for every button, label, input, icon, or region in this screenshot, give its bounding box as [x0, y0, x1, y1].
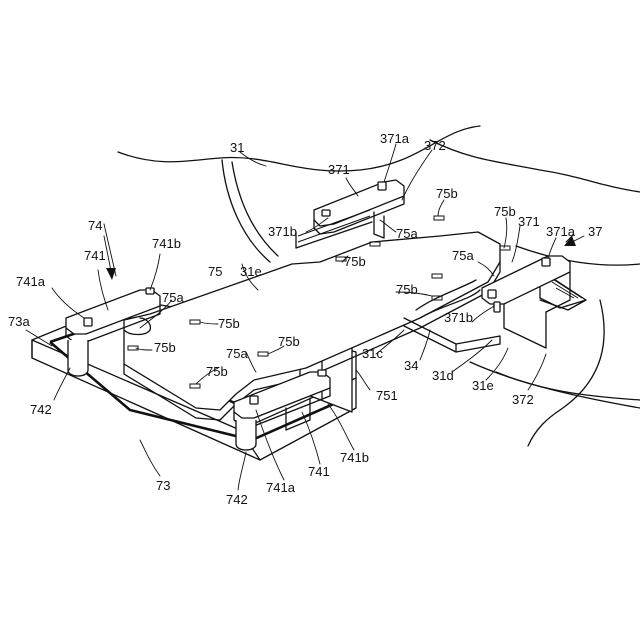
label-75a-right: 75a — [452, 248, 474, 263]
label-75a-left: 75a — [162, 290, 184, 305]
label-75b-top2: 75b — [494, 204, 516, 219]
label-371-right: 371 — [518, 214, 540, 229]
label-31e-left: 31e — [240, 264, 262, 279]
label-371-top: 371 — [328, 162, 350, 177]
label-75b-c2: 75b — [154, 340, 176, 355]
label-75b-l1: 75b — [218, 316, 240, 331]
label-751: 751 — [376, 388, 398, 403]
label-75b-c1: 75b — [278, 334, 300, 349]
label-31c: 31c — [362, 346, 383, 361]
label-741-bottom: 741 — [308, 464, 330, 479]
arrow-74 — [104, 236, 116, 280]
label-742-bottom: 742 — [226, 492, 248, 507]
label-31e-right: 31e — [472, 378, 494, 393]
label-75b-top1: 75b — [436, 186, 458, 201]
label-371b-top: 371b — [268, 224, 297, 239]
label-741a-bottom: 741a — [266, 480, 296, 495]
label-75a-top: 75a — [396, 226, 418, 241]
label-371a-top: 371a — [380, 131, 410, 146]
label-372-top: 372 — [424, 138, 446, 153]
label-74: 74 — [88, 218, 102, 233]
label-75b-bottom: 75b — [206, 364, 228, 379]
label-741b-bottom: 741b — [340, 450, 369, 465]
label-37: 37 — [588, 224, 602, 239]
label-75a-bottom: 75a — [226, 346, 248, 361]
label-75b-right: 75b — [396, 282, 418, 297]
label-75b-mid: 75b — [344, 254, 366, 269]
label-34: 34 — [404, 358, 418, 373]
label-371b-right: 371b — [444, 310, 473, 325]
label-741a-left: 741a — [16, 274, 46, 289]
label-73: 73 — [156, 478, 170, 493]
label-741b-left: 741b — [152, 236, 181, 251]
label-742-left: 742 — [30, 402, 52, 417]
label-372-bottom: 372 — [512, 392, 534, 407]
label-371a-right: 371a — [546, 224, 576, 239]
label-741-left: 741 — [84, 248, 106, 263]
label-31: 31 — [230, 140, 244, 155]
label-75: 75 — [208, 264, 222, 279]
clamp-371-top — [296, 180, 404, 248]
label-73a: 73a — [8, 314, 30, 329]
label-31d: 31d — [432, 368, 454, 383]
